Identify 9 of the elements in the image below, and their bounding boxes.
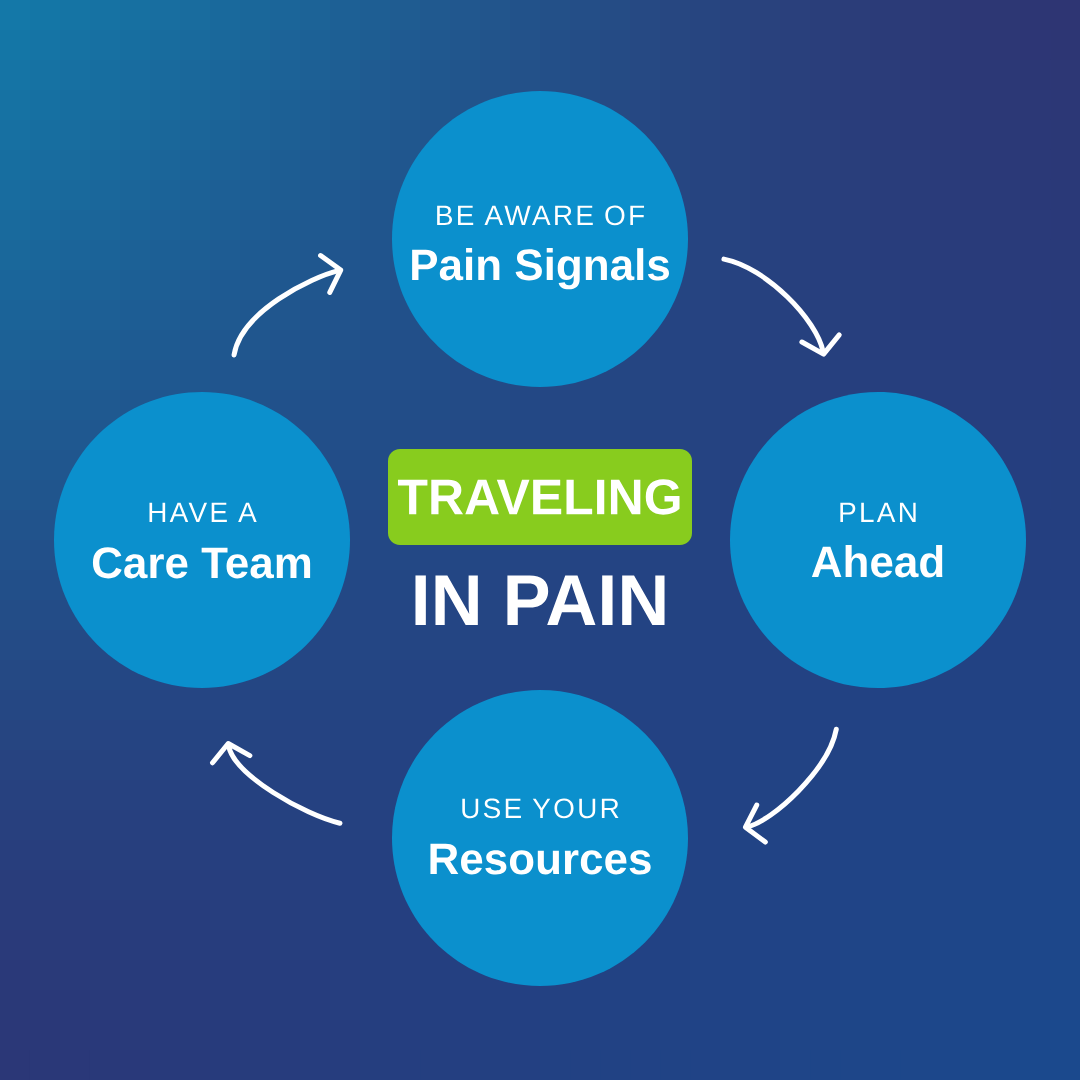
step-title: Ahead bbox=[811, 545, 943, 578]
step-heading: PLAN bbox=[840, 502, 916, 522]
step-heading: HAVE A bbox=[149, 502, 257, 522]
step-title: Resources bbox=[430, 843, 651, 875]
step-title: Pain Signals bbox=[412, 248, 669, 290]
title-text: IN PAIN bbox=[415, 575, 665, 625]
step-title: Care Team bbox=[92, 547, 311, 579]
step-heading: BE AWARE OF bbox=[437, 205, 645, 226]
step-heading: USE YOUR bbox=[462, 798, 619, 819]
